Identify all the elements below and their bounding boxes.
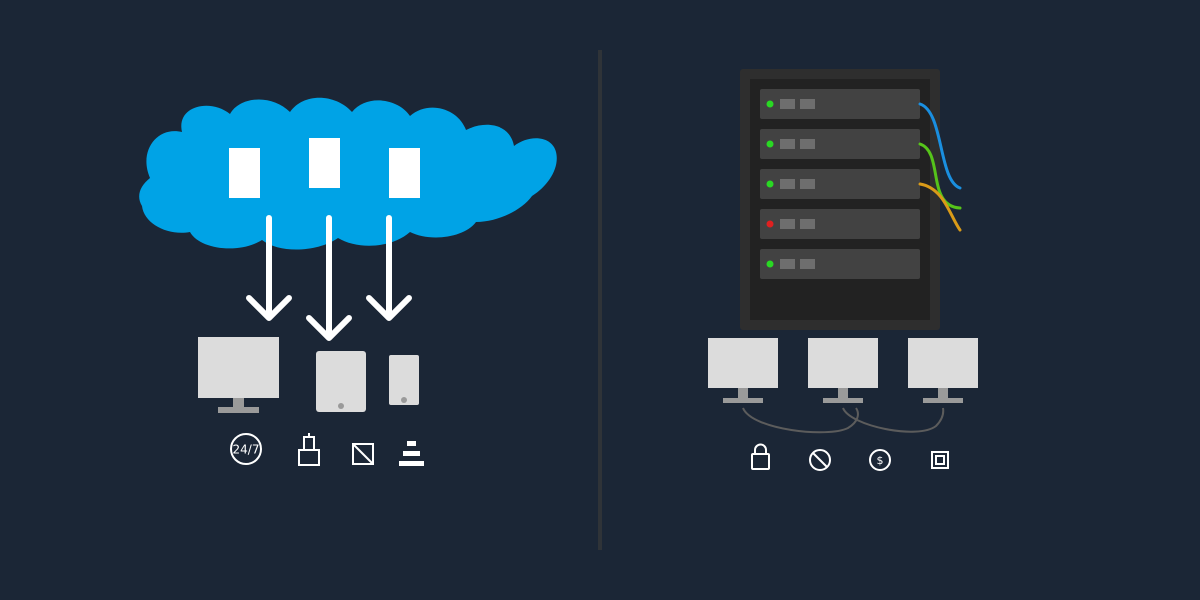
- drive-bay: [780, 179, 795, 189]
- down-arrow: [246, 215, 292, 321]
- status-led-green: [766, 140, 774, 148]
- crop-scale-icon: [352, 443, 374, 465]
- onprem-side: $: [708, 69, 978, 471]
- status-led-green: [766, 260, 774, 268]
- dollar-sign: $: [877, 454, 884, 467]
- network-link: [842, 407, 945, 433]
- plug-icon: [298, 433, 320, 466]
- workstation-monitor-icon: [908, 338, 978, 403]
- server-unit: [760, 169, 920, 199]
- workstation-monitor-icon: [808, 338, 878, 403]
- drive-bay: [780, 99, 795, 109]
- cloud-app-block: [229, 148, 260, 198]
- drive-bay: [800, 179, 815, 189]
- status-led-green: [766, 100, 774, 108]
- status-led-red: [766, 220, 774, 228]
- cable-blue: [918, 102, 962, 190]
- stack-layers-icon: [399, 441, 424, 466]
- workstation-monitor-icon: [708, 338, 778, 403]
- lock-icon: [751, 443, 770, 470]
- drive-bay: [800, 259, 815, 269]
- drive-bay: [780, 219, 795, 229]
- cloud-shape: [139, 97, 557, 250]
- phone-icon: [389, 355, 419, 405]
- clock-24-7-icon: 24/7: [230, 433, 262, 465]
- drive-bay: [800, 219, 815, 229]
- server-unit: [760, 209, 920, 239]
- drive-bay: [780, 259, 795, 269]
- cable-orange: [918, 182, 962, 232]
- no-entry-icon: [809, 449, 831, 471]
- cable-green: [918, 142, 962, 210]
- network-link: [742, 407, 859, 434]
- server-unit: [760, 89, 920, 119]
- down-arrow: [306, 215, 352, 341]
- tablet-icon: [316, 351, 366, 412]
- status-led-green: [766, 180, 774, 188]
- drive-bay: [780, 139, 795, 149]
- clock-24-7-label: 24/7: [233, 443, 260, 457]
- cloud-side: 24/7: [139, 97, 557, 466]
- square-frame-icon: [931, 451, 949, 469]
- cloud-app-block: [309, 138, 340, 188]
- drive-bay: [800, 99, 815, 109]
- down-arrow: [366, 215, 412, 321]
- drive-bay: [800, 139, 815, 149]
- dollar-coin-icon: $: [869, 449, 891, 471]
- server-unit: [760, 249, 920, 279]
- desktop-monitor-icon: [198, 337, 279, 413]
- center-divider: [598, 50, 602, 550]
- server-unit: [760, 129, 920, 159]
- cloud-app-block: [389, 148, 420, 198]
